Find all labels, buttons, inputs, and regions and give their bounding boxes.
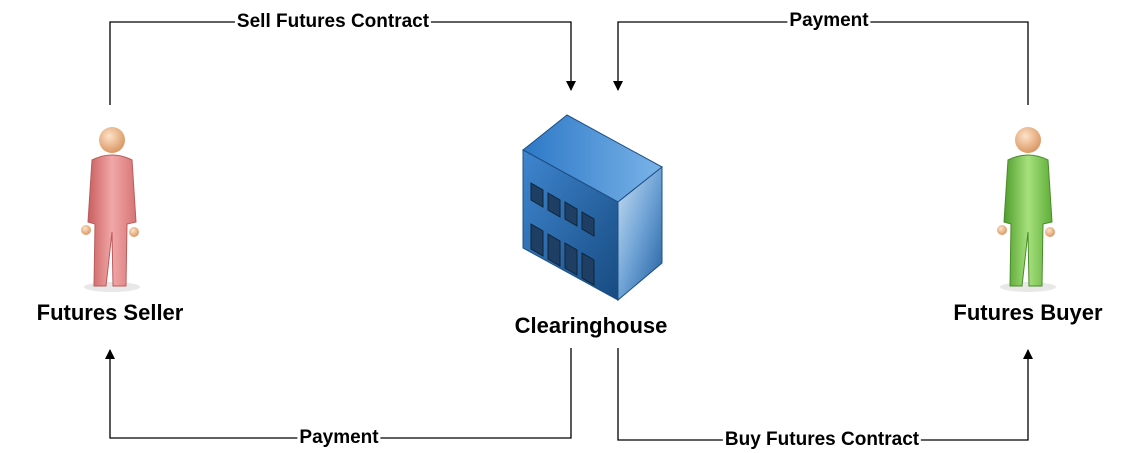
flow-line-buyer-payment xyxy=(613,21,1029,105)
node-label-clearinghouse: Clearinghouse xyxy=(514,313,668,338)
clearinghouse-building-icon xyxy=(522,114,663,302)
flow-label-buy-futures-contract: Buy Futures Contract xyxy=(722,429,922,451)
flow-label-sell-futures-contract: Sell Futures Contract xyxy=(234,11,432,33)
node-label-futures-buyer: Futures Buyer xyxy=(953,300,1103,325)
flow-line-buy-contract xyxy=(617,348,1033,441)
seller-person-icon xyxy=(81,127,140,292)
flow-line-sell-contract xyxy=(109,21,576,105)
flow-label-payment-from-buyer: Payment xyxy=(787,10,871,32)
buyer-person-icon xyxy=(997,127,1056,292)
flow-label-payment-to-seller: Payment xyxy=(297,427,381,449)
flow-line-seller-payment xyxy=(105,348,572,439)
node-label-futures-seller: Futures Seller xyxy=(36,300,184,325)
